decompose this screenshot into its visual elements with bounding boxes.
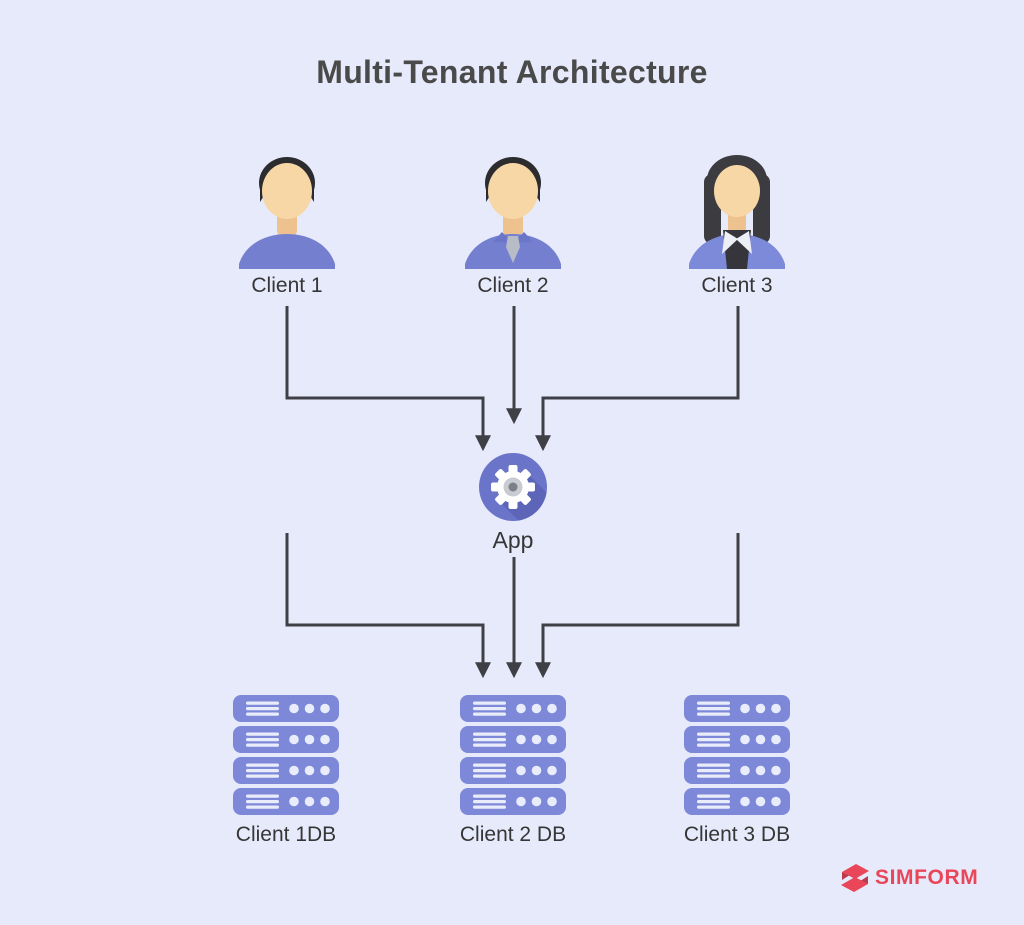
female-avatar-icon (689, 155, 785, 269)
client-node-3: Client 3 (667, 148, 807, 298)
diagram-title: Multi-Tenant Architecture (316, 54, 708, 90)
simform-s-icon (841, 864, 869, 892)
arrow-client1-to-app (285, 306, 491, 452)
server-stack-icon (233, 695, 339, 815)
gear-icon (479, 453, 547, 521)
arrow-right-to-db (535, 533, 740, 679)
app-node: App (443, 452, 583, 554)
simform-logo: SIMFORM (840, 862, 978, 894)
database-node-3: Client 3 DB (657, 695, 817, 847)
simform-logo-text: SIMFORM (875, 866, 979, 889)
client-node-1: Client 1 (217, 148, 357, 298)
database-label: Client 2 DB (459, 823, 567, 846)
server-stack-icon (460, 695, 566, 815)
database-label: Client 1DB (235, 823, 337, 846)
arrow-client3-to-app (535, 306, 740, 452)
male-avatar-icon (239, 157, 335, 269)
database-node-2: Client 2 DB (433, 695, 593, 847)
database-label: Client 3 DB (683, 823, 791, 846)
arrow-left-to-db (285, 533, 491, 679)
client-node-2: Client 2 (443, 148, 583, 298)
server-stack-icon (684, 695, 790, 815)
client-label: Client 3 (701, 274, 773, 297)
app-label: App (492, 527, 534, 553)
client-label: Client 2 (477, 274, 549, 297)
database-node-1: Client 1DB (206, 695, 366, 847)
client-label: Client 1 (251, 274, 323, 297)
male-tie-avatar-icon (465, 157, 561, 269)
